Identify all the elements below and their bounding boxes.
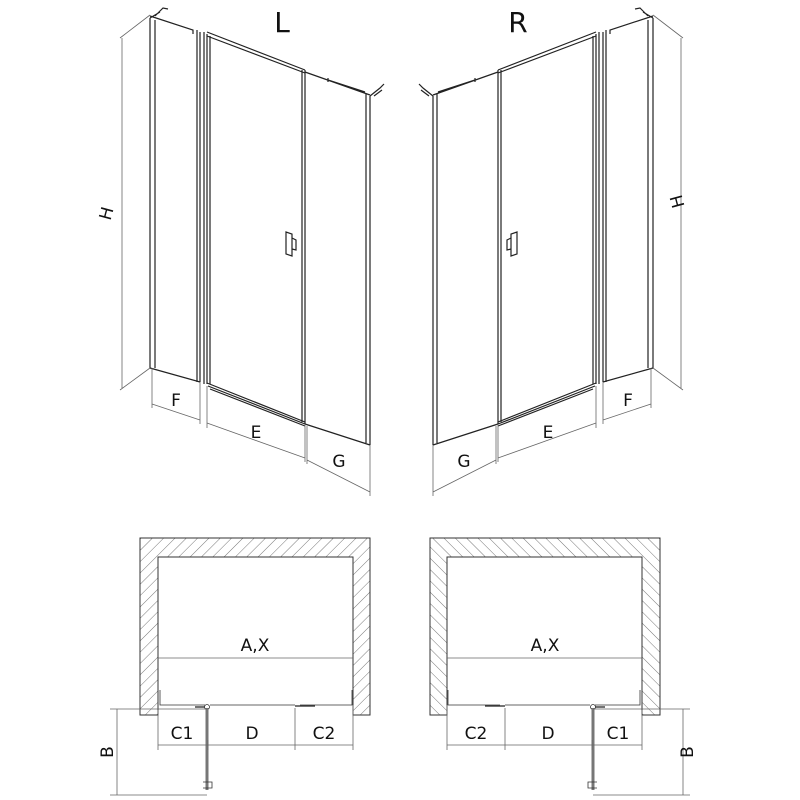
- left-plan-width: A,X: [241, 636, 270, 656]
- right-plan-width: A,X: [531, 636, 560, 656]
- right-dim-f: F: [623, 391, 633, 411]
- left-plan-d: D: [245, 724, 258, 744]
- right-dim-g: G: [457, 452, 470, 472]
- right-plan-c1: C1: [607, 724, 630, 744]
- right-plan-d: D: [541, 724, 554, 744]
- right-dim-e: E: [543, 423, 554, 443]
- left-plan-c2: C2: [313, 724, 336, 744]
- left-plan-c1: C1: [171, 724, 194, 744]
- right-view-title: R: [508, 6, 527, 39]
- left-plan-depth: B: [98, 746, 118, 758]
- left-dim-e: E: [251, 423, 262, 443]
- left-dim-g: G: [332, 452, 345, 472]
- right-plan-c2: C2: [465, 724, 488, 744]
- left-dim-f: F: [171, 391, 181, 411]
- left-plan: [108, 536, 372, 797]
- left-dim-h: H: [96, 205, 119, 223]
- right-dim-h: H: [667, 193, 690, 211]
- right-plan: [428, 536, 692, 797]
- right-plan-depth: B: [678, 746, 698, 758]
- left-view-title: L: [274, 6, 290, 39]
